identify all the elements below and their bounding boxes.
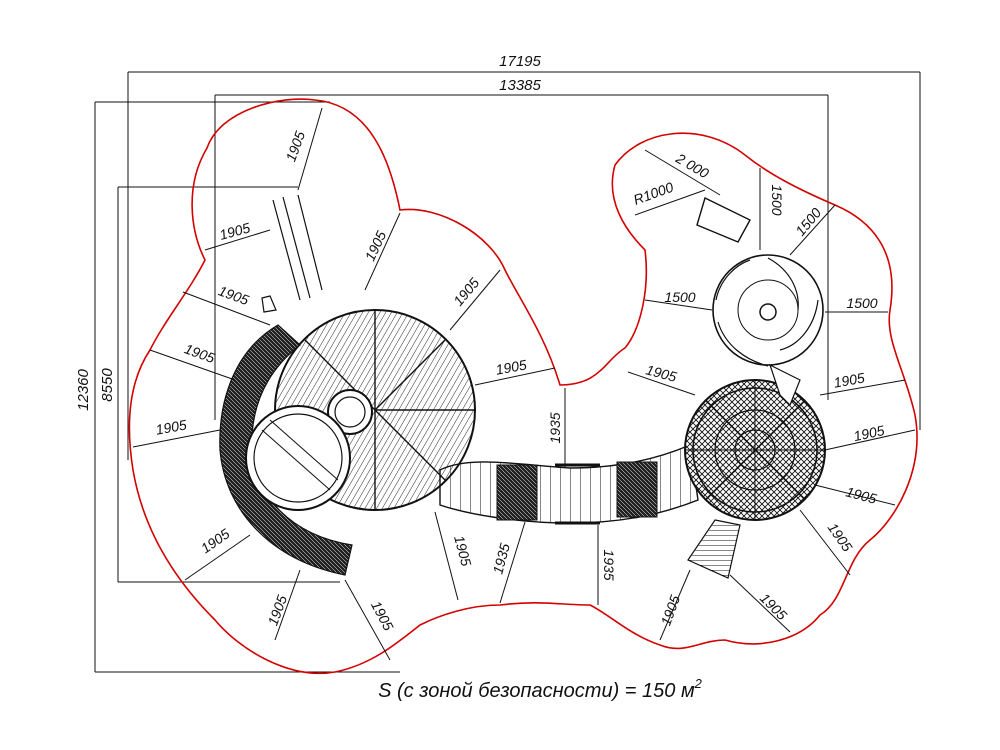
offset-label: 1905 [832,369,866,390]
offset-label: 1905 [844,483,878,507]
offset-label: 1905 [218,219,252,243]
width-total-label: 17195 [499,53,541,70]
main-tower [274,309,476,511]
offset-label: 1905 [264,593,290,628]
slide-offset-label: 1500 [769,184,785,215]
height-inner-label: 8550 [99,368,116,402]
slide-offset-label: 1500 [664,289,695,305]
height-total-label: 12360 [75,368,92,410]
bridge-offset-label: 1935 [601,549,617,580]
area-caption: S (с зоной безопасности) = 150 м2 [378,676,703,702]
bridge-offset-label: 1935 [547,412,563,443]
offset-label: 1905 [657,593,683,628]
spiral-slide [696,197,824,407]
offset-label: 1905 [450,275,482,309]
offset-label: 1905 [154,416,188,437]
offset-dimension-lines [132,107,916,661]
offset-label: 1905 [182,340,217,366]
offset-label: 1905 [198,525,233,556]
right-tower [684,379,826,579]
offset-label: 1905 [494,356,528,377]
offset-label: 1905 [825,520,856,555]
offset-label: 1905 [757,590,790,623]
connecting-bridge [439,443,699,525]
spiral-stair [219,324,353,576]
offset-label: 1905 [216,282,251,308]
access-ladder [261,194,323,313]
offset-label: 1905 [644,361,678,385]
area-caption-superscript: 2 [694,676,703,691]
offset-label: 1905 [852,422,886,444]
radius-label: R1000 [631,179,675,208]
offset-label: 1905 [282,129,308,164]
area-caption-text: S (с зоной безопасности) = 150 м [378,680,695,702]
bridge-offset-label: 1935 [489,541,513,575]
slide-length-label: 2 000 [672,149,711,181]
overall-dimension-lines [94,71,921,673]
width-inner-label: 13385 [499,77,541,94]
slide-offset-label: 1500 [846,295,877,311]
safety-zone-outline [128,98,918,675]
offset-label: 1905 [451,534,475,568]
